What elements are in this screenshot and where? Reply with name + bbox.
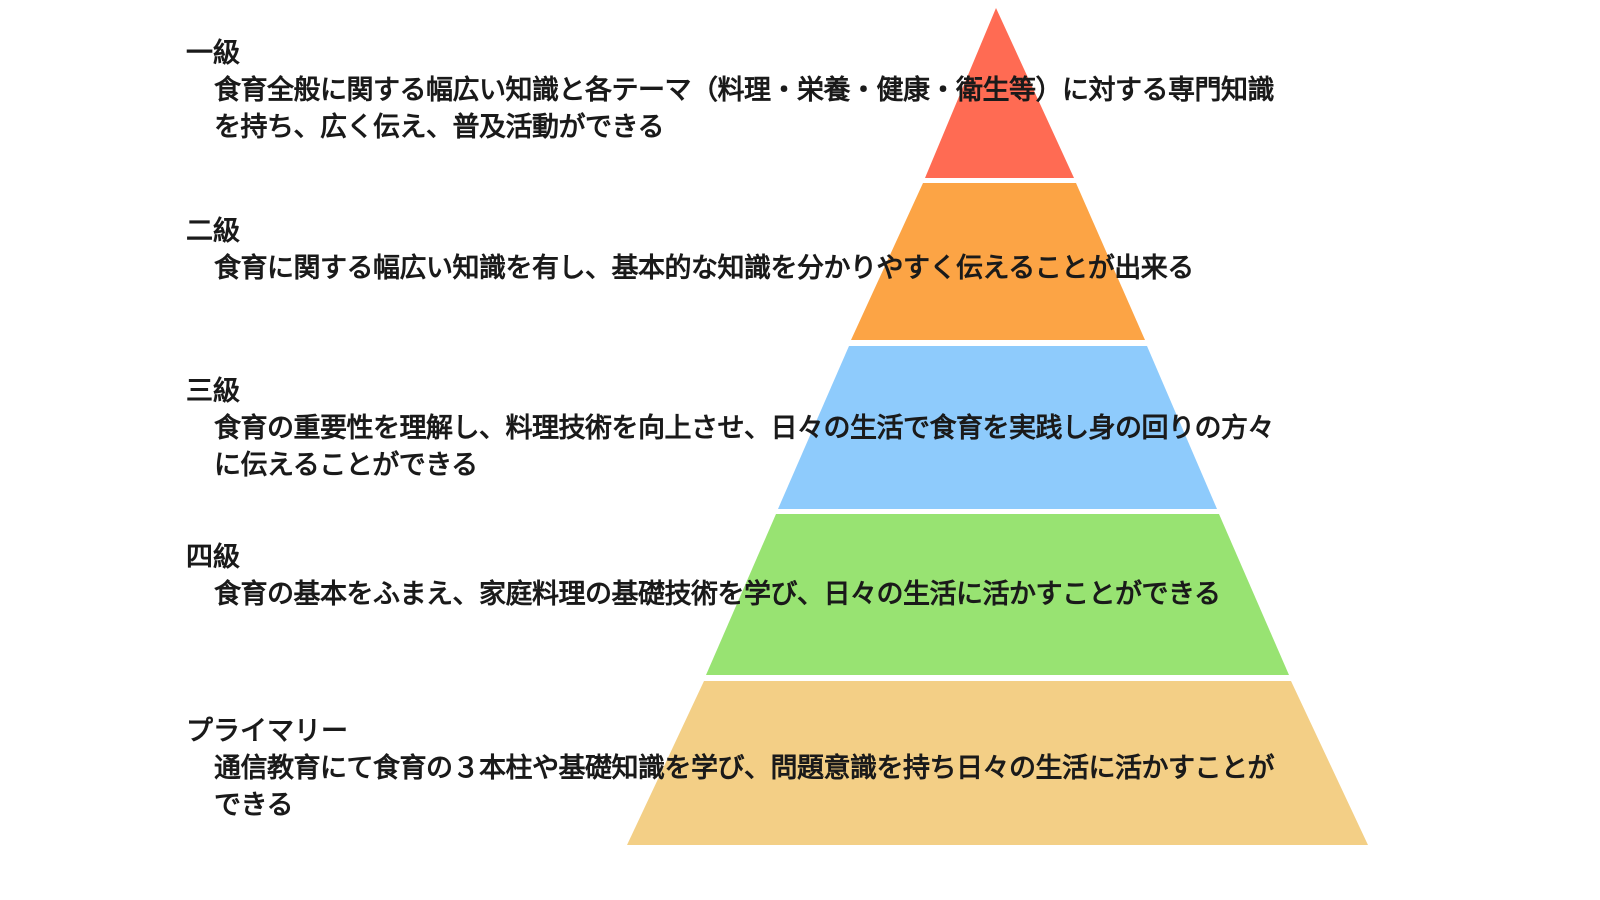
level-3: 三級 食育の重要性を理解し、料理技術を向上させ、日々の生活で食育を実践し身の回り… xyxy=(186,374,1386,484)
level-4: 四級 食育の基本をふまえ、家庭料理の基礎技術を学び、日々の生活に活かすことができ… xyxy=(186,540,1386,613)
description-line: 食育全般に関する幅広い知識と各テーマ（料理・栄養・健康・衛生等）に対する専門知識 xyxy=(214,75,1275,106)
description-line: 通信教育にて食育の３本柱や基礎知識を学び、問題意識を持ち日々の生活に活かすことが xyxy=(214,753,1275,784)
level-description: 通信教育にて食育の３本柱や基礎知識を学び、問題意識を持ち日々の生活に活かすことが… xyxy=(186,750,1386,824)
description-line: 食育の基本をふまえ、家庭料理の基礎技術を学び、日々の生活に活かすことができる xyxy=(214,579,1221,610)
description-line: 食育の重要性を理解し、料理技術を向上させ、日々の生活で食育を実践し身の回りの方々 xyxy=(214,413,1275,444)
level-description: 食育の基本をふまえ、家庭料理の基礎技術を学び、日々の生活に活かすことができる xyxy=(186,576,1386,613)
level-title: プライマリー xyxy=(186,716,348,747)
description-line: 食育に関する幅広い知識を有し、基本的な知識を分かりやすく伝えることが出来る xyxy=(214,253,1194,284)
pyramid-tier-3 xyxy=(778,346,1217,509)
description-line: を持ち、広く伝え、普及活動ができる xyxy=(214,112,664,143)
level-description: 食育全般に関する幅広い知識と各テーマ（料理・栄養・健康・衛生等）に対する専門知識… xyxy=(186,72,1386,146)
level-description: 食育に関する幅広い知識を有し、基本的な知識を分かりやすく伝えることが出来る xyxy=(186,250,1386,287)
level-title: 二級 xyxy=(186,216,240,247)
description-line: できる xyxy=(214,790,293,821)
pyramid-tier-5 xyxy=(627,681,1368,845)
level-title: 四級 xyxy=(186,542,240,573)
pyramid-tier-1 xyxy=(925,8,1074,178)
level-1: 一級 食育全般に関する幅広い知識と各テーマ（料理・栄養・健康・衛生等）に対する専… xyxy=(186,36,1386,146)
level-2: 二級 食育に関する幅広い知識を有し、基本的な知識を分かりやすく伝えることが出来る xyxy=(186,214,1386,287)
level-5: プライマリー 通信教育にて食育の３本柱や基礎知識を学び、問題意識を持ち日々の生活… xyxy=(186,714,1386,824)
description-line: に伝えることができる xyxy=(214,450,478,481)
pyramid-tier-4 xyxy=(706,514,1289,675)
level-title: 三級 xyxy=(186,376,240,407)
level-description: 食育の重要性を理解し、料理技術を向上させ、日々の生活で食育を実践し身の回りの方々… xyxy=(186,410,1386,484)
pyramid-tier-2 xyxy=(851,183,1145,340)
level-title: 一級 xyxy=(186,38,240,69)
